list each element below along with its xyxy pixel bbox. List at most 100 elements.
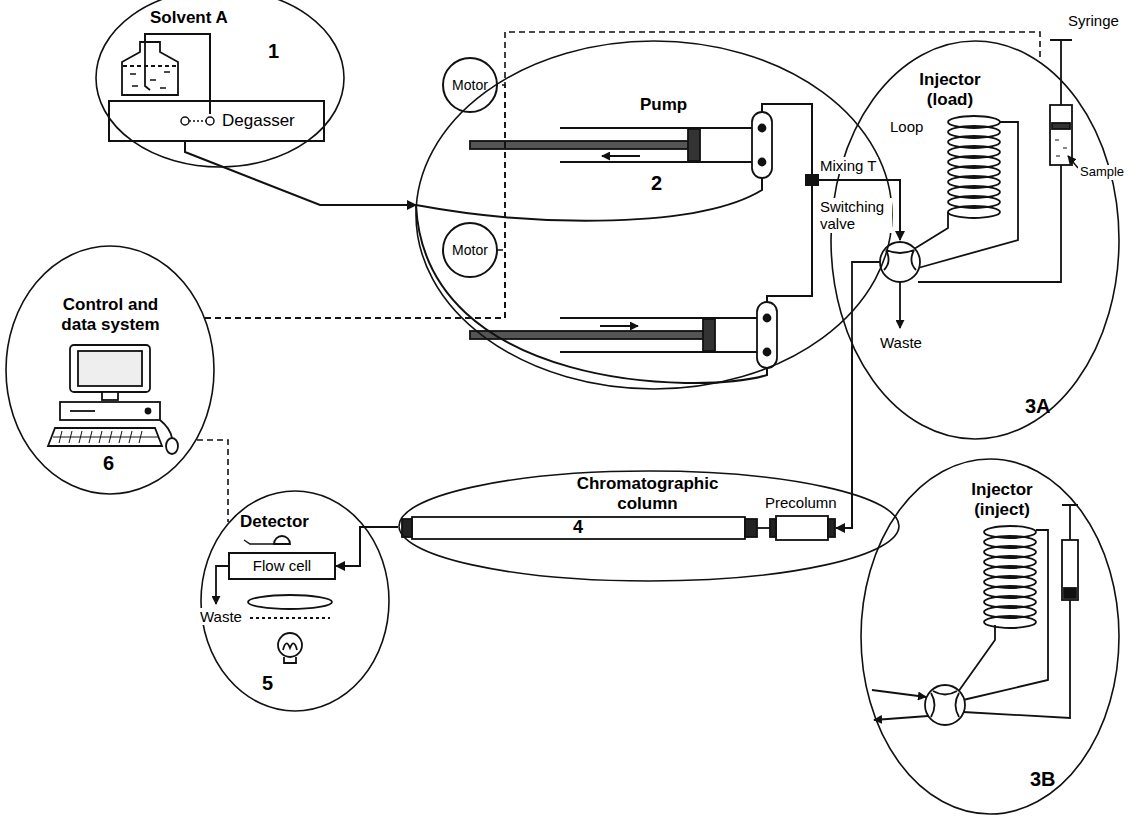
- computer: [78, 351, 142, 386]
- injector-inject: [931, 691, 959, 717]
- solvent-bottle: [145, 34, 210, 114]
- region-outline: [831, 41, 1119, 439]
- pump-heads: [602, 155, 640, 157]
- part-label: Mixing T: [818, 157, 878, 174]
- column-and-precolumn: [412, 517, 745, 539]
- region-outline: [830, 40, 1120, 440]
- callout-number: 3B: [1030, 768, 1056, 791]
- injector-load: [1068, 156, 1078, 168]
- sample-loop: [948, 116, 1000, 218]
- pump-tubing: [416, 178, 762, 221]
- injector-inject: [872, 505, 1078, 725]
- eluent-line: [336, 527, 398, 566]
- region-outline: [416, 41, 892, 389]
- pump-heads: [688, 129, 700, 161]
- module-title: Injector (inject): [962, 480, 1042, 519]
- injector-inject: [925, 685, 965, 725]
- detector-optics: [216, 566, 228, 604]
- injector-load: [1052, 130, 1070, 163]
- pump-heads: [759, 125, 766, 132]
- part-label: Switching valve: [818, 198, 892, 233]
- computer: [146, 409, 151, 414]
- part-label: Syringe: [1066, 12, 1121, 29]
- pump-heads: [703, 319, 715, 351]
- column-and-precolumn: [770, 519, 776, 537]
- keyboard-keys: [53, 431, 158, 443]
- pump-heads: [757, 302, 777, 368]
- flow-cell-box: Flow cell: [228, 552, 336, 580]
- column-and-precolumn: [776, 516, 828, 540]
- solvent-bottle: [145, 42, 150, 90]
- control-line: [205, 250, 505, 318]
- injector-load: [918, 122, 1018, 268]
- callout-number: 5: [262, 672, 273, 695]
- detector-optics: [278, 633, 302, 657]
- detector-optics: [284, 657, 296, 663]
- injector-load: [1055, 140, 1067, 156]
- coil-winding: [984, 616, 1036, 628]
- injector-inject: [874, 716, 928, 720]
- region-outline: [399, 471, 899, 581]
- callout-number: 2: [651, 172, 662, 195]
- computer: [48, 428, 162, 446]
- injector-load: [899, 282, 901, 328]
- outlet-label: Waste: [878, 334, 924, 351]
- module-region: Injector (inject) 3B: [860, 458, 1120, 815]
- degasser-ports: [181, 117, 214, 125]
- solvent-line: [185, 142, 416, 205]
- pump-heads: [470, 112, 777, 368]
- detector-optics: [250, 617, 330, 619]
- part-name: Degasser: [222, 111, 295, 131]
- signal-line: [197, 440, 228, 522]
- outlet-label: Waste: [198, 608, 244, 625]
- pump-heads: [759, 159, 766, 166]
- solvent-bottle: [123, 65, 177, 67]
- callout-number: 6: [103, 452, 114, 475]
- degasser-box: Degasser: [108, 100, 325, 142]
- part-name: Motor: [452, 77, 488, 93]
- motor-symbol: Motor: [442, 222, 498, 278]
- coil-winding: [948, 206, 1000, 218]
- injector-load: [914, 212, 948, 249]
- module-region: Detector 5 Flow cell: [200, 490, 390, 712]
- injector-load: [884, 250, 916, 270]
- computer: [102, 392, 118, 400]
- computer: [48, 345, 178, 454]
- module-title: Solvent A: [150, 8, 228, 28]
- pump-heads: [470, 331, 705, 339]
- detector-optics: [216, 536, 332, 663]
- module-title: Injector (load): [910, 70, 990, 109]
- control-line: [205, 85, 505, 318]
- column-and-precolumn: [757, 527, 770, 529]
- injector-inject: [963, 530, 1048, 700]
- pump-tubing: [416, 205, 767, 383]
- detector-optics: [248, 595, 332, 609]
- region-outline: [861, 459, 1119, 814]
- module-title: Detector: [240, 512, 309, 532]
- computer: [70, 345, 150, 392]
- injector-load: [918, 165, 1061, 282]
- region-outline: [6, 246, 214, 494]
- injector-load: [880, 242, 920, 282]
- column-and-precolumn: [828, 519, 835, 537]
- pump-heads: [470, 141, 690, 149]
- callout-number: 4: [573, 517, 583, 538]
- degasser-ports: [206, 117, 214, 125]
- pump-tubing: [767, 180, 812, 302]
- callout-number: 3A: [1025, 395, 1051, 418]
- computer: [166, 438, 178, 454]
- region-outline: [201, 491, 389, 711]
- part-label: Sample: [1078, 165, 1126, 180]
- injector-inject: [958, 625, 995, 692]
- region-outline: [96, 0, 344, 167]
- control-line: [205, 32, 1040, 318]
- sample-loop: [984, 526, 1036, 628]
- injector-inject: [1064, 588, 1076, 598]
- pump-tubing: [806, 175, 818, 185]
- computer: [70, 410, 95, 412]
- solvent-bottle: [122, 42, 178, 95]
- keyboard-key: [53, 437, 158, 438]
